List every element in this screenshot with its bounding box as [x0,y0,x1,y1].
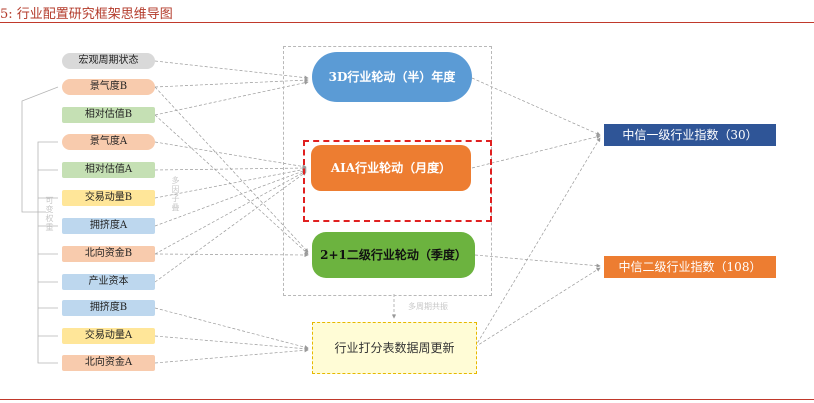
node-3d-rotation: 3D行业轮动（半）年度 [312,52,472,102]
bottom-divider [0,399,814,400]
factor-relative-valuation-a: 相对估值A [62,162,155,178]
variable-weight-label: 可变权重 [45,196,54,232]
node-2plus1-rotation: 2+1二级行业轮动（季度） [312,232,475,278]
factor-prosperity-a: 景气度A [62,134,155,150]
multi-factor-label: 多因子叠 [171,176,180,212]
factor-trading-momentum-b: 交易动量B [62,190,155,206]
factor-crowding-a: 拥挤度A [62,218,155,234]
output-citic-level1: 中信一级行业指数（30） [604,124,776,146]
factor-northbound-a: 北向资金A [62,355,155,371]
bracket-lower [37,141,58,364]
factor-industrial-capital: 产业资本 [62,274,155,290]
page-title: 5: 行业配置研究框架思维导图 [0,7,173,22]
factor-prosperity-b: 景气度B [62,79,155,95]
output-citic-level2: 中信二级行业指数（108） [604,256,776,278]
factor-macro-cycle: 宏观周期状态 [62,53,155,69]
factor-relative-valuation-b: 相对估值B [62,107,155,123]
multi-cycle-label: 多周期共振 [408,302,448,311]
node-score-table: 行业打分表数据周更新 [312,322,477,374]
factor-trading-momentum-a: 交易动量A [62,328,155,344]
aia-highlight-frame [303,140,492,222]
top-divider [0,22,814,23]
factor-crowding-b: 拥挤度B [62,300,155,316]
node-aia-rotation: AIA行业轮动（月度） [311,145,471,191]
factor-northbound-b: 北向资金B [62,246,155,262]
bracket-upper [21,86,59,213]
